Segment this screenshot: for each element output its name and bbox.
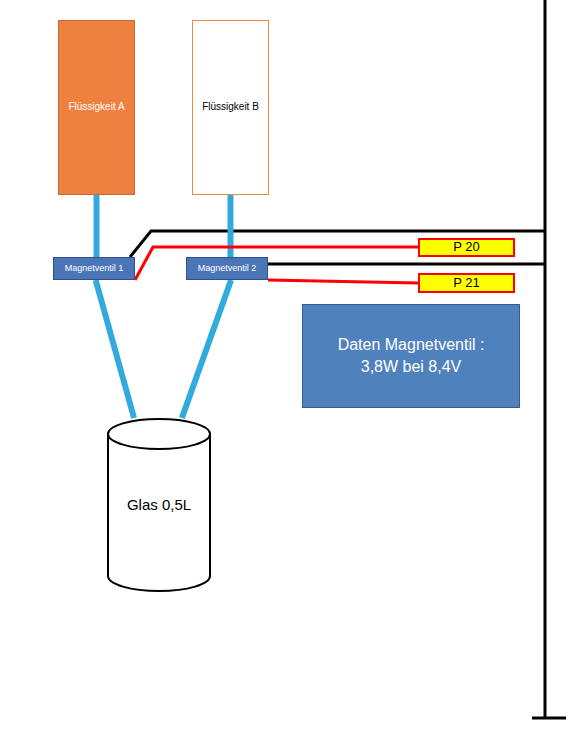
black-wire <box>130 231 545 257</box>
ground-rail <box>544 0 547 718</box>
rail-foot <box>532 717 566 720</box>
solenoid-valve: Magnetventil 2 <box>186 257 268 280</box>
liquid-pipe <box>182 280 231 418</box>
node-text: P 21 <box>453 275 480 291</box>
pin-box: P 20 <box>418 238 515 257</box>
node-text: Flüssigkeit A <box>64 101 128 114</box>
liquid-pipe <box>96 280 134 418</box>
node-text: Magnetventil 2 <box>198 263 257 274</box>
signal-wire <box>135 247 418 280</box>
signal-wire <box>268 280 418 283</box>
black-wire <box>268 263 545 266</box>
node-text: Daten Magnetventil : <box>338 335 485 355</box>
solenoid-valve: Magnetventil 1 <box>53 257 135 280</box>
glass-cylinder: Glas 0,5L <box>107 418 211 592</box>
pin-box: P 21 <box>418 273 515 293</box>
node-text: Flüssigkeit B <box>198 101 263 114</box>
liquid-tank: Flüssigkeit A <box>58 20 135 195</box>
node-text: 3,8W bei 8,4V <box>361 357 462 377</box>
liquid-pipe <box>94 195 100 257</box>
liquid-tank: Flüssigkeit B <box>192 20 269 195</box>
node-text: Magnetventil 1 <box>65 263 124 274</box>
node-text: Glas 0,5L <box>127 496 191 515</box>
data-box: Daten Magnetventil :3,8W bei 8,4V <box>302 304 520 408</box>
node-text: P 20 <box>453 239 480 255</box>
